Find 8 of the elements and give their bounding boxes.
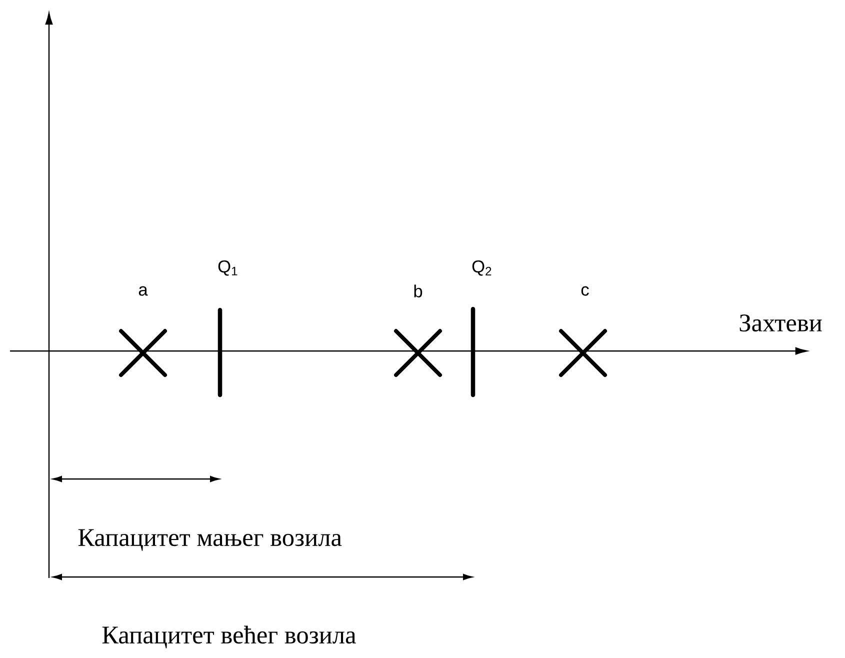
point-label: b	[414, 284, 422, 298]
threshold-label: Q$_{1}$	[218, 260, 238, 276]
point-label: a	[138, 286, 148, 296]
point-label: c	[581, 286, 589, 296]
threshold-label: Q$_{2}$	[472, 260, 492, 276]
dimension-label: Капацитет мањег возила	[78, 529, 342, 551]
axis-label: Захтеви	[740, 314, 822, 332]
dimension-label: Капацитет већег возила	[102, 626, 356, 648]
